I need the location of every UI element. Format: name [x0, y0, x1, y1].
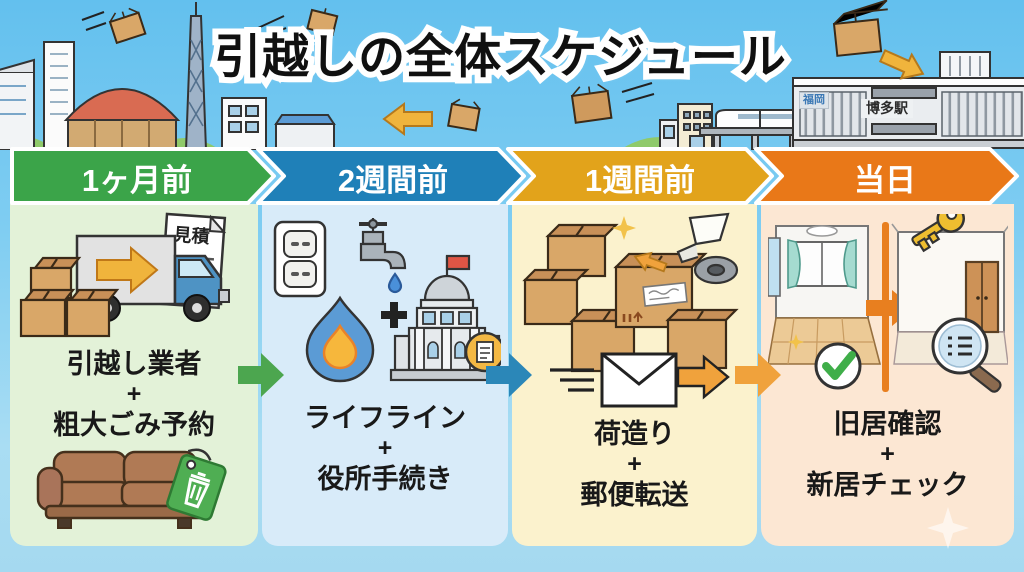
sparkle-icon [927, 507, 969, 549]
step-label-1week: 1週間前 [584, 162, 696, 198]
step-label-moving-day: 当日 [854, 162, 916, 198]
lifeline-illustration [273, 218, 501, 383]
step-chevron-4 [754, 147, 1019, 205]
hakata-station-icon [792, 51, 1024, 149]
task-labels: 旧居確認 + 新居チェック [807, 408, 969, 502]
moving-truck-icon [75, 234, 230, 322]
moving-truck-illustration: 見積 [19, 212, 230, 338]
step-label-2weeks: 2週間前 [337, 162, 449, 198]
page-title: 引越しの全体スケジュール 引越しの全体スケジュール [208, 24, 792, 89]
task-1: 旧居確認 [833, 409, 942, 439]
panel-1week: 荷造り + 郵便転送 [512, 204, 757, 546]
sparkle-icon [611, 216, 636, 240]
task-labels: 引越し業者 + 粗大ごみ予約 [53, 348, 215, 442]
task-labels: 荷造り + 郵便転送 [581, 418, 689, 512]
fukuoka-tower-icon [184, 2, 208, 150]
plus-sign: + [627, 450, 642, 479]
faucet-icon [359, 218, 407, 294]
new-room-icon [890, 214, 1008, 365]
task-2: 役所手続き [317, 464, 453, 495]
forward-arrow-icon [676, 354, 730, 400]
sofa-illustration [36, 448, 227, 529]
plus-sign: + [880, 440, 895, 469]
magnifier-checklist-icon [931, 317, 1002, 393]
task-1: ライフライン [304, 403, 466, 433]
task-2: 粗大ごみ予約 [53, 410, 215, 441]
connector-arrow-1 [238, 353, 284, 397]
power-outlet-icon [273, 220, 327, 298]
task-labels: ライフライン + 役所手続き [304, 402, 466, 496]
plus-sign: + [126, 380, 142, 409]
panel-moving-day: 旧居確認 + 新居チェック [761, 204, 1014, 546]
fukuoka-dome-icon [63, 88, 181, 150]
flying-box-icon [81, 0, 888, 132]
move-arrow-icon [382, 49, 925, 136]
station-name-sign: 博多駅 [861, 99, 913, 118]
connector-arrow-2 [486, 353, 532, 397]
step-chevron-1 [10, 147, 276, 205]
plus-icon [381, 302, 407, 328]
step-label-1month: 1ヶ月前 [81, 162, 193, 198]
panel-1month: 見積 引越し業者 + 粗大ごみ予約 [10, 204, 258, 546]
box-pile-icon [521, 223, 739, 373]
svg-text:見積: 見積 [172, 223, 211, 247]
task-2: 新居チェック [806, 470, 969, 501]
task-1: 荷造り [594, 419, 675, 449]
room-check-illustration [767, 214, 1008, 393]
trash-tag-icon [166, 448, 227, 521]
timeline-header-band [10, 147, 1019, 205]
check-circle-icon [814, 342, 861, 390]
government-office-icon [389, 254, 501, 382]
forward-arrow-icon [632, 251, 668, 273]
document-badge-icon [464, 331, 501, 373]
task-1: 引越し業者 [66, 349, 202, 379]
connector-arrow-3 [735, 353, 781, 397]
plus-sign: + [377, 434, 393, 463]
mail-envelope-icon [600, 352, 677, 408]
packing-illustration [521, 212, 739, 408]
step-chevron-3 [506, 147, 774, 205]
speed-lines-icon [549, 368, 594, 392]
gas-flame-icon [305, 295, 375, 383]
old-room-icon [767, 225, 881, 365]
step-chevron-2 [256, 147, 526, 205]
task-2: 郵便転送 [580, 480, 689, 511]
panel-2weeks: ライフライン + 役所手続き [262, 204, 508, 546]
key-icon [910, 214, 965, 253]
station-area-sign: 福岡 [799, 92, 829, 109]
packing-tape-icon [632, 212, 738, 285]
cardboard-boxes-icon [19, 256, 120, 338]
water-drop-icon [387, 272, 403, 294]
cityscape-illustration [0, 0, 1024, 150]
